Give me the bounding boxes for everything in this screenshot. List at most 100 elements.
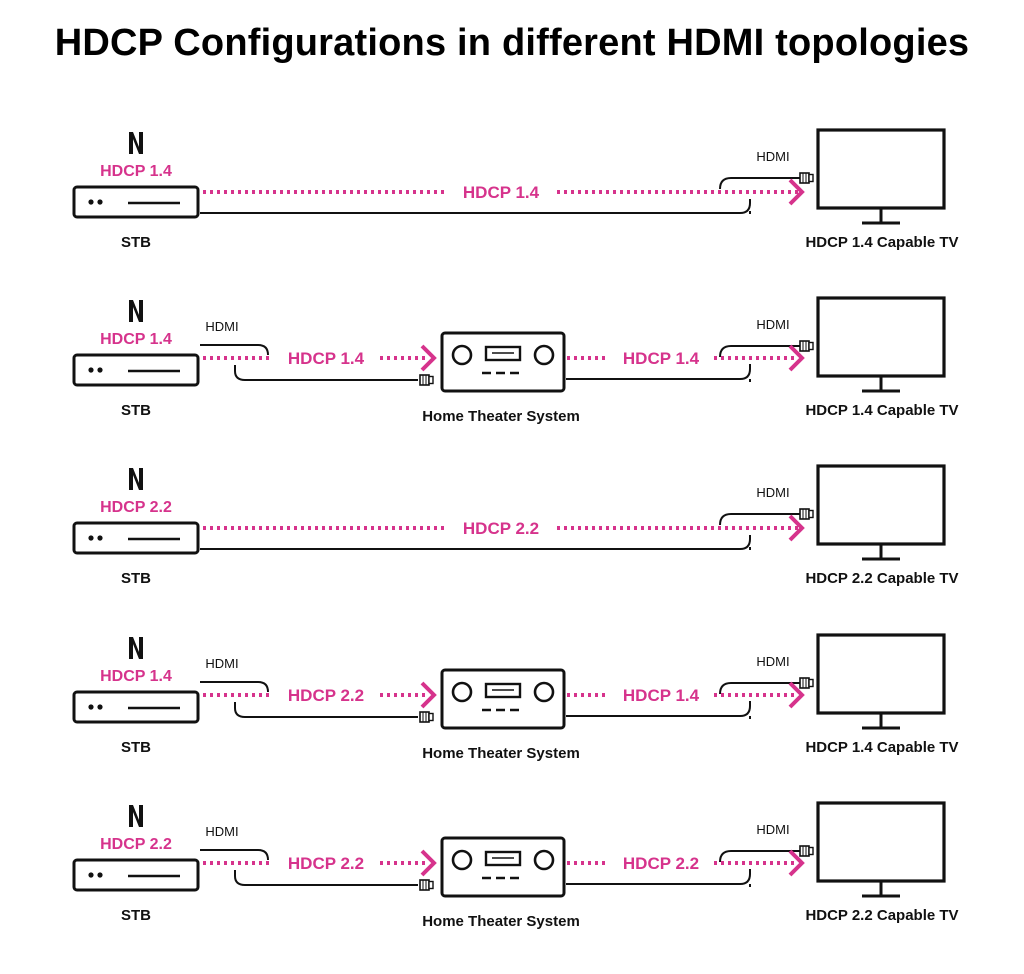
receiver-knob	[451, 849, 473, 871]
arrow-chevron-icon	[420, 681, 437, 709]
cable-segment	[200, 344, 269, 356]
hdmi-plug-body	[419, 374, 430, 386]
hdmi-plug-icon	[799, 845, 814, 857]
hdmi-plug-body	[799, 677, 810, 689]
tv-screen	[816, 633, 946, 715]
set-top-box-icon	[72, 185, 200, 219]
home-theater-receiver-icon	[440, 331, 566, 393]
stb-led	[97, 704, 103, 710]
cable-segment	[719, 345, 800, 358]
stb-led	[97, 535, 103, 541]
stb-led	[88, 872, 94, 878]
hdmi-plug-body	[799, 340, 810, 352]
sink-label: HDCP 1.4 Capable TV	[805, 402, 958, 419]
set-top-box-icon	[72, 858, 200, 892]
arrow-chevron-icon	[788, 849, 805, 877]
hdcp-link-label: HDCP 2.2	[463, 519, 539, 538]
hdmi-plug-tip	[428, 880, 434, 890]
receiver-knob	[533, 344, 555, 366]
stb-led	[88, 704, 94, 710]
netflix-n-icon	[129, 300, 143, 322]
hdmi-plug-tip	[808, 678, 814, 688]
receiver-label: Home Theater System	[422, 408, 580, 425]
stb-led	[97, 199, 103, 205]
sink-label: HDCP 1.4 Capable TV	[805, 234, 958, 251]
tv-screen	[816, 801, 946, 883]
netflix-n-icon	[129, 132, 143, 154]
hdcp-link-label: HDCP 1.4	[288, 349, 365, 368]
hdmi-plug-tip	[808, 173, 814, 183]
set-top-box-icon	[72, 521, 200, 555]
tv-monitor-icon	[816, 633, 946, 730]
netflix-n-icon	[129, 637, 143, 659]
netflix-n-shape	[129, 300, 143, 322]
stb-led	[88, 535, 94, 541]
hdmi-plug-icon	[419, 879, 434, 891]
source-label: STB	[121, 402, 151, 419]
receiver-label: Home Theater System	[422, 745, 580, 762]
source-hdcp-label: HDCP 1.4	[100, 331, 172, 348]
hdmi-label-right: HDMI	[756, 485, 789, 500]
hdcp-link-label: HDCP 1.4	[463, 183, 540, 202]
hdmi-label-right: HDMI	[756, 149, 789, 164]
source-hdcp-label: HDCP 2.2	[100, 836, 172, 853]
stb-led	[97, 872, 103, 878]
hdmi-label-left: HDMI	[205, 656, 238, 671]
netflix-n-shape	[129, 132, 143, 154]
hdmi-plug-tip	[428, 375, 434, 385]
hdmi-plug-icon	[799, 172, 814, 184]
arrow-chevron-icon	[420, 849, 437, 877]
stb-led	[88, 367, 94, 373]
hdcp-link-label: HDCP 1.4	[623, 349, 700, 368]
hdcp-link-label: HDCP 1.4	[623, 686, 700, 705]
receiver-label: Home Theater System	[422, 913, 580, 930]
cable-segment	[234, 870, 418, 886]
cable-segment	[719, 513, 800, 526]
hdmi-plug-body	[799, 845, 810, 857]
cable-segment	[200, 199, 751, 214]
netflix-n-icon	[129, 468, 143, 490]
hdmi-plug-tip	[808, 846, 814, 856]
tv-monitor-icon	[816, 801, 946, 898]
receiver-body	[440, 836, 566, 898]
sink-label: HDCP 2.2 Capable TV	[805, 570, 958, 587]
tv-screen	[816, 464, 946, 546]
hdmi-plug-icon	[799, 340, 814, 352]
source-hdcp-label: HDCP 1.4	[100, 668, 172, 685]
cable-segment	[719, 682, 800, 695]
tv-monitor-icon	[816, 464, 946, 561]
hdmi-label-right: HDMI	[756, 654, 789, 669]
set-top-box-icon	[72, 690, 200, 724]
home-theater-receiver-icon	[440, 836, 566, 898]
page-title: HDCP Configurations in different HDMI to…	[54, 22, 970, 64]
hdmi-label-left: HDMI	[205, 824, 238, 839]
receiver-body	[440, 668, 566, 730]
arrow-chevron-icon	[420, 344, 437, 372]
source-hdcp-label: HDCP 2.2	[100, 499, 172, 516]
arrow-chevron-icon	[788, 514, 805, 542]
hdmi-plug-body	[799, 172, 810, 184]
netflix-n-shape	[129, 805, 143, 827]
hdmi-plug-icon	[419, 711, 434, 723]
cable-segment	[200, 681, 269, 693]
cable-segment	[566, 364, 751, 380]
netflix-n-shape	[129, 468, 143, 490]
cable-segment	[566, 701, 751, 717]
hdmi-plug-body	[419, 879, 430, 891]
cable-segment	[234, 365, 418, 381]
cable-segment	[234, 702, 418, 718]
receiver-knob	[451, 681, 473, 703]
hdcp-link-label: HDCP 2.2	[288, 686, 364, 705]
hdmi-plug-tip	[808, 341, 814, 351]
stb-led	[88, 199, 94, 205]
hdmi-label-right: HDMI	[756, 822, 789, 837]
tv-monitor-icon	[816, 296, 946, 393]
netflix-n-icon	[129, 805, 143, 827]
cable-segment	[200, 535, 751, 550]
receiver-body	[440, 331, 566, 393]
netflix-n-shape	[129, 637, 143, 659]
hdmi-plug-icon	[419, 374, 434, 386]
hdmi-plug-icon	[799, 508, 814, 520]
hdcp-link-label: HDCP 2.2	[623, 854, 699, 873]
cable-segment	[719, 850, 800, 863]
